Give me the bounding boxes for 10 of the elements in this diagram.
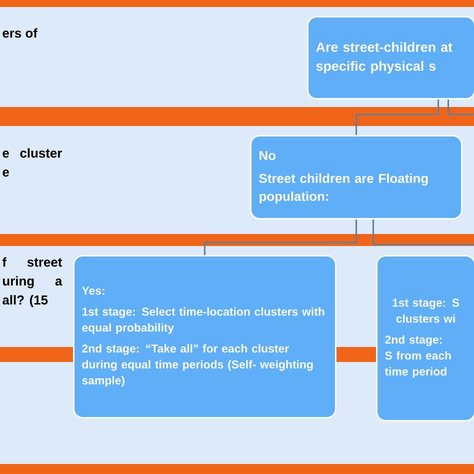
text-box: No Street children are Floating population: (250, 135, 463, 220)
row-label: ers of (2, 28, 38, 38)
connector-line (372, 220, 474, 246)
connector-line (448, 100, 474, 116)
text-box: 1st stage: S clusters wi 2nd stage: S from each time period (376, 255, 474, 422)
text-box: Are street-children at specific physical s (307, 16, 474, 100)
text-box: Yes: 1st stage: Select time-location clusters with equal probability 2nd stage: “Take all” for each cluster during equal time periods (Self- weighting sample) (73, 255, 336, 418)
connector-line (204, 220, 357, 255)
row-label: e cluster e (2, 148, 62, 177)
connector-line (356, 100, 440, 135)
